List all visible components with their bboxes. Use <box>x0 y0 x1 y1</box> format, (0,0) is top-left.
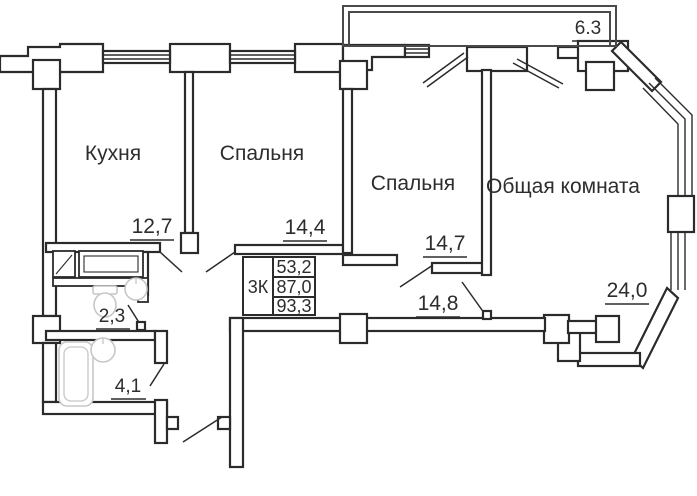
stamp-table: 3К 53,2 87,0 93,3 <box>242 256 316 316</box>
wall-bedroom-divider <box>341 87 354 255</box>
wall-hall-south <box>228 316 547 333</box>
windows <box>101 43 693 290</box>
wall-pillar-bay-top <box>584 60 616 92</box>
wall-bedroom2-south-w <box>341 253 399 267</box>
wall-pillar-g <box>542 313 571 345</box>
balcony-door-leaf-living <box>516 58 564 85</box>
wc-door-leaf <box>127 304 141 325</box>
wall-bath-east-lower <box>153 398 169 445</box>
living-room-area: 24,0 <box>607 279 648 302</box>
kitchen-label: Кухня <box>85 142 141 165</box>
wall-band-gh <box>566 319 600 335</box>
balcony-railing <box>342 5 617 47</box>
bay-window-upper-mid <box>648 82 686 196</box>
wall-kitchen-divider-cap <box>179 231 200 255</box>
wall-bay-block <box>666 194 696 234</box>
wall-bay-diagonal-bottom <box>630 286 680 370</box>
wall-hall-pillar <box>338 312 369 345</box>
stamp-type: 3К <box>248 277 269 297</box>
wall-bath-east-upper <box>153 329 169 365</box>
toilet-icon <box>93 292 117 318</box>
window-kitchen <box>101 49 172 65</box>
wall-entry-notch <box>216 415 232 431</box>
living-room-label: Общая комната <box>486 175 640 198</box>
interior-walls <box>44 59 547 469</box>
stamp-living-area: 53,2 <box>276 257 311 277</box>
bathroom-door-leaf <box>149 363 165 387</box>
kitchen-counter-unit2-inner <box>83 255 139 273</box>
bedroom1-label: Спальня <box>220 142 304 165</box>
wall-bedroom2-south-e <box>430 261 485 275</box>
room-labels: Кухня 12,7 Спальня 14,4 Спальня 14,7 Общ… <box>85 18 649 400</box>
window-bedroom1 <box>228 49 297 65</box>
balcony-area: 6.3 <box>575 18 601 39</box>
living-door-stop <box>481 309 493 321</box>
bay-window-upper-outer <box>654 77 693 196</box>
kitchen-counter-unit1-detail <box>55 254 73 275</box>
wall-entry-right <box>228 316 245 469</box>
balcony-door-leaf-living-b <box>512 62 560 89</box>
bedroom2-label: Спальня <box>371 172 455 195</box>
wall-kitchen-divider <box>183 70 195 235</box>
bathroom-area: 4,1 <box>115 376 141 397</box>
wall-pillar-h <box>594 314 621 344</box>
wall-bottom-right <box>576 351 642 368</box>
bay-window-upper-inner <box>642 87 679 196</box>
bedroom1-area: 14,4 <box>285 216 326 239</box>
bedroom2-area: 14,7 <box>425 232 466 255</box>
wall-bedroom-divider-pillar <box>338 59 369 91</box>
wall-living-divider <box>480 68 493 277</box>
bedroom1-door-leaf <box>205 251 236 273</box>
wall-bay-diagonal-top <box>610 40 663 93</box>
doors <box>127 52 564 443</box>
balcony-door-leaf-bedroom2 <box>422 52 465 84</box>
kitchen-door-leaf <box>159 251 183 273</box>
balcony-door-leaf-bedroom2-b <box>426 56 469 88</box>
stamp-total-with-balcony: 93,3 <box>276 296 311 316</box>
wc-door-stop <box>135 320 147 332</box>
wall-left-lower <box>41 341 58 404</box>
wall-north-right <box>556 45 582 60</box>
wall-bath-stub <box>165 415 180 431</box>
stamp-total-area: 87,0 <box>276 277 311 297</box>
fixtures <box>52 250 149 407</box>
balcony-rail-inner <box>348 11 611 47</box>
wall-pier-b <box>168 42 232 74</box>
wall-bedroom1-south <box>233 243 345 256</box>
stamp-table-border <box>242 256 316 316</box>
bedroom2-door-leaf <box>399 264 434 288</box>
bathtub-icon <box>58 341 94 407</box>
hallway-area: 14,8 <box>418 292 459 315</box>
bathtub-inner <box>63 346 89 402</box>
kitchen-counter-unit2 <box>78 250 144 278</box>
kitchen-area: 12,7 <box>132 215 173 238</box>
wall-left-pillar-top <box>31 58 62 91</box>
wc-area: 2,3 <box>99 306 125 327</box>
wall-pier-c <box>293 42 345 74</box>
entrance-door-leaf <box>182 416 223 443</box>
